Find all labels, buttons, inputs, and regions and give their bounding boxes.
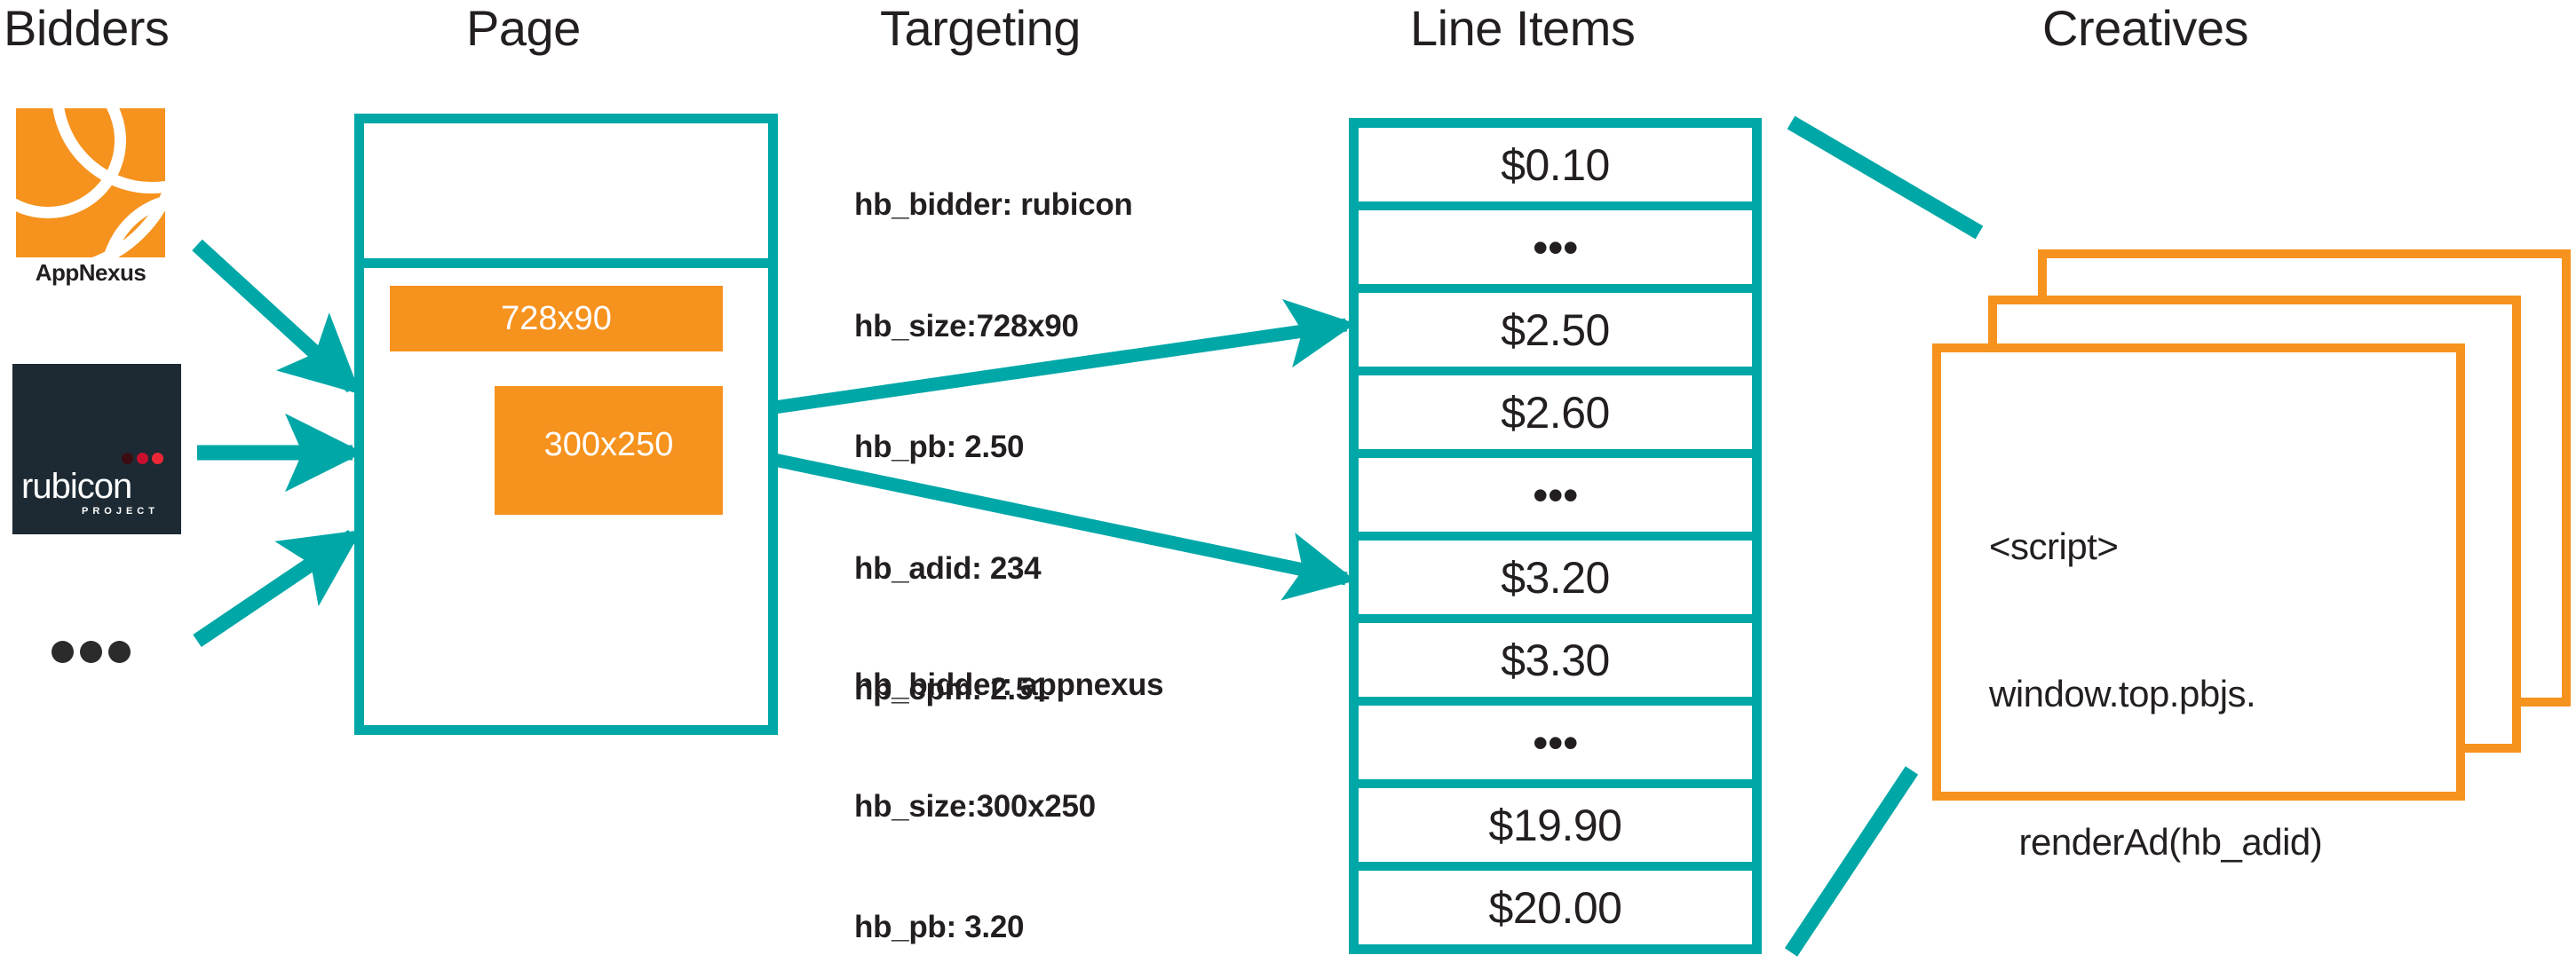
line-item-row: ••• [1359,706,1752,788]
targeting-line: hb_bidder: rubicon [854,187,1133,222]
arrow-other-bidders-to-page [193,529,362,648]
ad-slot-728x90[interactable]: 728x90 [390,286,723,351]
appnexus-logo-icon [16,108,165,257]
line-item-row: ••• [1359,210,1752,293]
bidders-more-ellipsis [52,641,131,667]
appnexus-logo-label: AppNexus [35,259,147,286]
arrow-appnexus-to-page [192,239,361,395]
creative-code-snippet: <script> window.top.pbjs. renderAd(hb_ad… [1989,423,2323,963]
line-item-row[interactable]: $20.00 [1359,871,1752,944]
column-heading-targeting: Targeting [880,0,1081,56]
line-item-row[interactable]: $19.90 [1359,788,1752,871]
creative-code-line: <script> [1989,525,2119,567]
rubicon-logo-dots [118,453,163,469]
line-item-row[interactable]: $2.60 [1359,375,1752,458]
column-heading-line-items: Line Items [1410,0,1636,56]
targeting-line: hb_size:728x90 [854,308,1079,343]
targeting-block-appnexus: hb_bidder: appnexus hb_size:300x250 hb_p… [854,584,1164,963]
creative-code-line: renderAd(hb_adid) [1989,820,2323,863]
creative-code-line: window.top.pbjs. [1989,673,2256,715]
line-item-row[interactable]: $3.20 [1359,541,1752,623]
rubicon-project-logo-icon: rubicon PROJECT [12,364,181,534]
ad-slot-300x250[interactable]: 300x250 [495,386,723,515]
targeting-line: hb_size:300x250 [854,788,1096,824]
line-item-row[interactable]: $3.30 [1359,623,1752,706]
column-heading-creatives: Creatives [2042,0,2249,56]
rubicon-logo-wordmark: rubicon [21,467,132,506]
rubicon-logo-subtext: PROJECT [82,506,159,517]
line-item-row[interactable]: $0.10 [1359,128,1752,210]
targeting-line: hb_pb: 2.50 [854,430,1025,464]
page-header-divider [354,258,778,268]
connector-lineitems-to-creatives-top [1787,115,1984,240]
line-item-row[interactable]: $2.50 [1359,293,1752,375]
creative-card-front[interactable] [1932,343,2465,801]
targeting-line: hp_cpm: 2.51 [854,672,1050,706]
targeting-line: hb_adid: 234 [854,550,1042,586]
column-heading-page: Page [466,0,581,56]
line-item-row: ••• [1359,458,1752,541]
targeting-line: hb_bidder: appnexus [854,667,1164,702]
targeting-line: hb_pb: 3.20 [854,910,1025,944]
connector-lineitems-to-creatives-bottom [1784,766,1919,957]
column-heading-bidders: Bidders [4,0,170,56]
line-items-list: $0.10 ••• $2.50 $2.60 ••• $3.20 $3.30 ••… [1349,118,1762,954]
